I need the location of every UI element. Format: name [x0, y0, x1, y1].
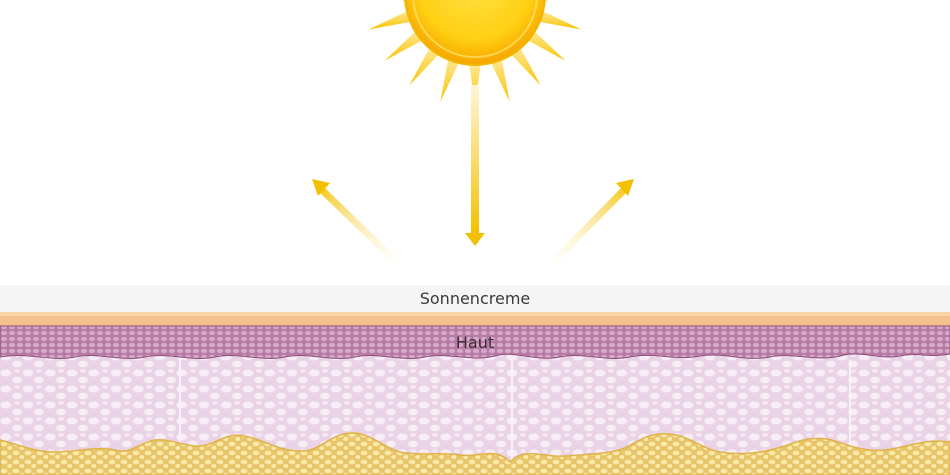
- arrow-up-left-icon: [312, 179, 408, 273]
- sun-ray: [510, 46, 541, 86]
- subcutis-layer: [0, 432, 950, 475]
- sunscreen-layer: [0, 285, 950, 313]
- sun-ray: [400, 0, 408, 1]
- sun-ray: [440, 57, 460, 102]
- sun-ray: [537, 10, 582, 30]
- sun-ray: [409, 46, 440, 86]
- sun-ray: [469, 62, 481, 107]
- epidermis-layer: [0, 325, 950, 359]
- sun-icon: [368, 0, 582, 107]
- sun-ray: [526, 30, 566, 61]
- sun-ray: [384, 30, 424, 61]
- sun-ray: [490, 57, 510, 102]
- cream-line: [0, 312, 950, 316]
- arrow-up-right-icon: [542, 179, 634, 273]
- arrow-down-icon: [465, 85, 485, 246]
- sun-ray: [542, 0, 550, 1]
- sun-ray: [368, 10, 413, 30]
- sun-rays: [368, 0, 582, 107]
